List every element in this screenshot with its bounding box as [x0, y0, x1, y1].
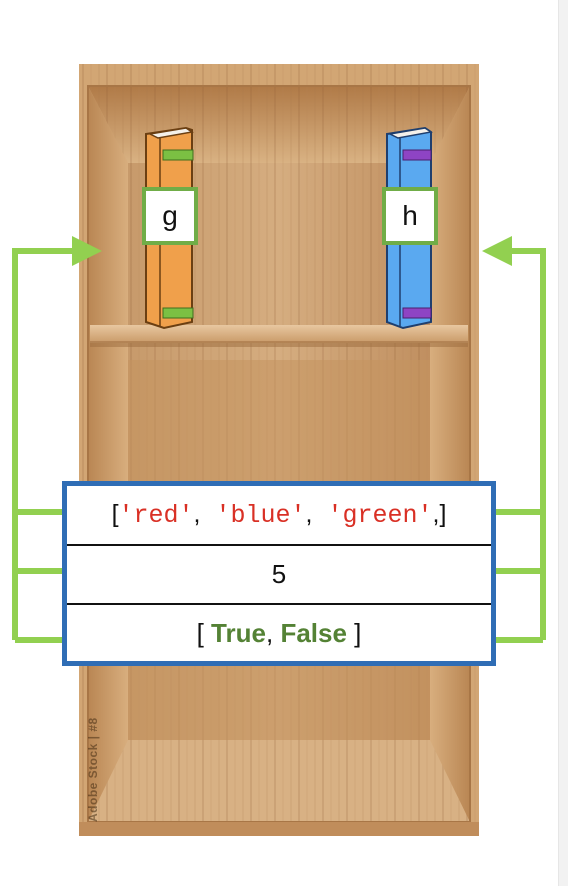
right-arrow-head [482, 236, 512, 266]
label-g: g [142, 187, 198, 245]
list-item-red: 'red' [118, 501, 194, 530]
list-item-green: 'green' [327, 501, 433, 530]
label-h: h [382, 187, 438, 245]
bool-list: [ True, False ] [196, 617, 362, 648]
page-edge [558, 0, 568, 886]
list-item-blue: 'blue' [215, 501, 306, 530]
stack-box: ['red', 'blue', 'green',] 5 [ True, Fals… [62, 481, 496, 666]
stock-watermark: Adobe Stock | #8 [86, 717, 100, 822]
right-arrow-group [494, 248, 546, 643]
stack-row-number: 5 [67, 546, 491, 605]
bool-item-true: True [211, 617, 266, 648]
number-value: 5 [271, 559, 287, 589]
left-arrow-head [72, 236, 102, 266]
bool-item-false: False [280, 617, 347, 648]
string-list: ['red', 'blue', 'green',] [111, 500, 447, 530]
left-arrow-group [12, 248, 78, 643]
middle-shelf-board [90, 325, 468, 343]
stack-row-bool: [ True, False ] [67, 605, 491, 661]
label-h-text: h [402, 200, 418, 231]
label-g-text: g [162, 200, 178, 231]
stack-row-list: ['red', 'blue', 'green',] [67, 486, 491, 546]
